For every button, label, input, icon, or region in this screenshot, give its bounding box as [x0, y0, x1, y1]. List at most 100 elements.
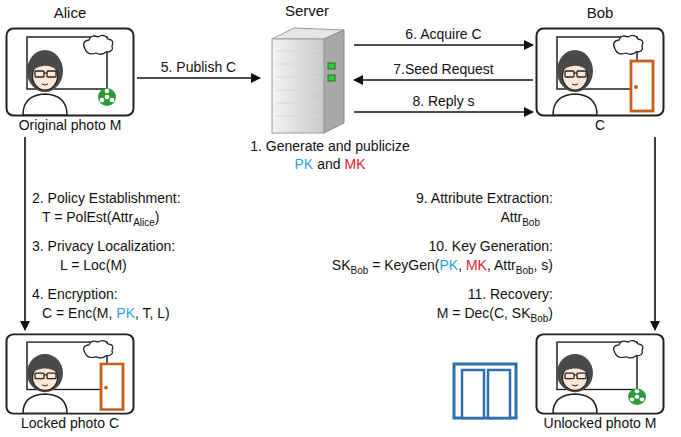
formula-text: , T, L) [135, 305, 170, 321]
shoulders [23, 94, 67, 115]
glasses-bridge [44, 72, 47, 73]
step-text: 11. Recovery: [468, 286, 553, 303]
hair [27, 50, 63, 92]
formula-text: , s) [534, 257, 553, 273]
formula-text: ) [548, 305, 553, 321]
photo-frame [7, 29, 134, 116]
formula-text: and [317, 156, 340, 172]
glasses [35, 71, 44, 77]
glasses [565, 71, 574, 77]
step-text: 4. Encryption: [32, 286, 118, 303]
photo-drawing [537, 29, 664, 116]
photo-frame [5, 333, 135, 415]
server-panel-line [276, 116, 320, 117]
server-icon [262, 25, 352, 135]
server-front [272, 39, 324, 133]
bangs [562, 60, 588, 71]
door-icon [631, 61, 653, 111]
formula-text: 11. Recovery: [468, 286, 553, 302]
node-heading: Server [285, 2, 329, 19]
mouth [42, 84, 48, 85]
edge-label: 5. Publish C [159, 59, 238, 75]
arrow-connector [137, 77, 260, 79]
glasses [35, 373, 44, 378]
ball-dot [635, 395, 640, 399]
ball-dot [635, 389, 640, 393]
formula-text: MK [466, 257, 487, 273]
step-text: T = PolEst(AttrAlice) [42, 209, 160, 231]
hair [557, 50, 593, 92]
node-caption: Unlocked photo M [544, 415, 657, 432]
glasses [47, 373, 56, 378]
server-panel-line [276, 64, 320, 65]
ball-dot [105, 95, 110, 100]
formula-text: = KeyGen( [368, 257, 439, 273]
step-text: C = Enc(M, PK, T, L) [42, 305, 170, 322]
hair [557, 354, 593, 392]
server-panel-line [276, 77, 320, 78]
ball-dot [110, 98, 115, 103]
step-text: M = Dec(C, SKBob) [437, 305, 553, 327]
subscript: Bob [516, 265, 534, 276]
glasses-bridge [44, 374, 47, 375]
formula-text: 3. Privacy Localization: [32, 238, 175, 254]
photo-drawing [537, 334, 664, 413]
server-led [328, 75, 335, 81]
formula-text: 4. Encryption: [32, 286, 118, 302]
thought-cloud [614, 35, 643, 54]
shoulders [553, 394, 597, 413]
photo-node: BobC [535, 4, 665, 134]
arrow-connector [24, 137, 26, 330]
server-node: Server [262, 2, 352, 135]
thought-cloud [84, 341, 113, 358]
formula-text: MK [345, 156, 366, 172]
ball-icon [98, 88, 116, 106]
shoulders [553, 94, 597, 115]
glasses [577, 373, 586, 378]
door-leaf [488, 370, 510, 418]
server-panel-line [276, 90, 320, 91]
step-text: 3. Privacy Localization: [32, 238, 175, 255]
server-panel-line [276, 51, 320, 52]
photo-frame [537, 334, 664, 413]
node-caption: C [595, 117, 605, 134]
formula-text: PK [116, 305, 135, 321]
door-frame [454, 364, 516, 418]
bangs [32, 60, 58, 71]
formula-text: C = Enc(M, [42, 305, 116, 321]
edge-label: 8. Reply s [410, 93, 476, 109]
photo-drawing [7, 29, 134, 116]
glasses-bridge [574, 374, 577, 375]
glasses [47, 71, 56, 77]
server-drawing [272, 28, 344, 133]
door-knob [104, 386, 108, 390]
bangs [32, 363, 58, 373]
photo-node: Locked photo C [5, 333, 135, 432]
door-icon [454, 364, 516, 418]
mouth [572, 384, 578, 386]
server-panel-line [276, 103, 320, 104]
glasses-bridge [574, 72, 577, 73]
formula-text: Attr [500, 209, 522, 225]
step-text: AttrBob [500, 209, 540, 231]
formula-text: 1. Generate and publicize [250, 138, 410, 154]
mouth [42, 384, 48, 386]
subscript: Bob [350, 265, 368, 276]
door-icon [101, 364, 123, 410]
formula-text: , Attr [487, 257, 516, 273]
photo-drawing [7, 334, 134, 413]
subscript: Bob [531, 313, 549, 324]
step-text: 9. Attribute Extraction: [416, 190, 553, 207]
door-knob [634, 85, 638, 89]
photo-frame [535, 27, 665, 117]
formula-text: ) [155, 209, 160, 225]
hair [27, 354, 63, 392]
server-side [324, 30, 344, 133]
node-caption: Original photo M [19, 117, 122, 134]
edge-label: 7.Seed Request [391, 61, 495, 77]
server-led [328, 63, 335, 69]
ball-dot [100, 98, 105, 103]
formula-text: PK [294, 156, 313, 172]
photo-node: Unlocked photo M [535, 333, 665, 432]
node-caption: Locked photo C [21, 415, 119, 432]
